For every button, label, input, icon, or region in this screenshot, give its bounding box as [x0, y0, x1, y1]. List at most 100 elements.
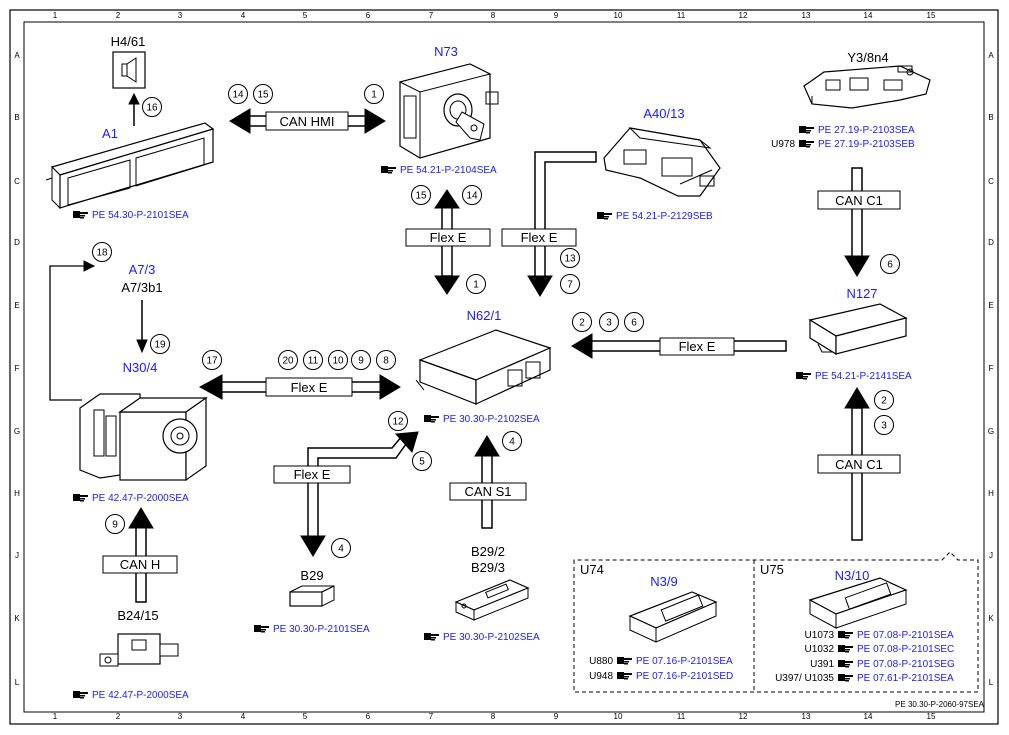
- a1-reference[interactable]: PE 54.30-P-2101SEA: [73, 210, 189, 221]
- inner-frame: [23, 21, 985, 713]
- reference-text: PE 30.30-P-2102SEA: [443, 414, 540, 425]
- b29-2-sensor-image: [454, 579, 530, 621]
- b29-2-reference[interactable]: PE 30.30-P-2102SEA: [424, 632, 540, 643]
- grid-row-label: K: [988, 614, 994, 623]
- grid-row-label: B: [14, 113, 19, 122]
- number-callout: 12: [388, 411, 408, 431]
- grid-labels: 1122334455667788991010111112121313141415…: [14, 11, 994, 721]
- reference-text: PE 30.30-P-2101SEA: [273, 624, 370, 635]
- grid-row-label: L: [989, 678, 994, 687]
- svg-text:3: 3: [606, 318, 612, 329]
- pointing-hand-icon: [838, 660, 853, 668]
- variant-code: U391: [810, 659, 834, 670]
- svg-text:15: 15: [257, 90, 269, 101]
- grid-col-label: 4: [241, 712, 246, 721]
- number-callout: 16: [142, 97, 162, 117]
- grid-row-label: E: [14, 301, 19, 310]
- svg-text:14: 14: [466, 191, 478, 202]
- svg-text:2: 2: [881, 396, 887, 407]
- grid-row-label: C: [988, 177, 994, 186]
- grid-row-label: B: [988, 113, 993, 122]
- bus-can-c1-label-top: CAN C1: [817, 190, 901, 210]
- b29-reference[interactable]: PE 30.30-P-2101SEA: [254, 624, 370, 635]
- n62-1-reference[interactable]: PE 30.30-P-2102SEA: [424, 414, 540, 425]
- grid-col-label: 13: [802, 712, 811, 721]
- n3-10-engine-unit-image: [808, 577, 908, 629]
- grid-col-label: 1: [53, 712, 58, 721]
- variant-code: U397/ U1035: [775, 673, 834, 684]
- pointing-hand-icon: [73, 691, 88, 699]
- svg-text:19: 19: [154, 340, 166, 351]
- pointing-hand-icon: [799, 140, 814, 148]
- b24-15-reference[interactable]: PE 42.47-P-2000SEA: [73, 690, 189, 701]
- number-callout: 1: [364, 84, 384, 104]
- grid-col-label: 5: [303, 712, 308, 721]
- grid-col-label: 11: [677, 712, 686, 721]
- reference-text: PE 07.16-P-2101SEA: [636, 656, 733, 667]
- svg-text:4: 4: [338, 544, 344, 555]
- grid-col-label: 10: [614, 11, 623, 20]
- n3-9-reference-1[interactable]: U880 PE 07.16-P-2101SEA: [589, 656, 733, 667]
- y3-8n4-reference-1[interactable]: PE 27.19-P-2103SEA: [799, 125, 915, 136]
- a40-13-reference[interactable]: PE 54.21-P-2129SEB: [597, 211, 713, 222]
- b24-15-sensor-image: [99, 633, 179, 667]
- pointing-hand-icon: [838, 645, 853, 653]
- reference-text: PE 54.21-P-2141SEA: [815, 371, 912, 382]
- grid-col-label: 7: [429, 712, 434, 721]
- variant-code: U880: [589, 656, 613, 667]
- svg-text:Flex E: Flex E: [430, 230, 467, 245]
- number-callout: 2: [874, 390, 894, 410]
- reference-text: PE 07.08-P-2101SEC: [857, 644, 954, 655]
- grid-row-label: A: [988, 51, 994, 60]
- svg-text:Flex E: Flex E: [521, 230, 558, 245]
- bus-flex-e-label-n30: Flex E: [265, 377, 353, 397]
- grid-col-label: 2: [116, 712, 121, 721]
- svg-text:11: 11: [308, 356, 319, 367]
- a40-13-label: A40/13: [643, 106, 684, 121]
- n30-4-reference[interactable]: PE 42.47-P-2000SEA: [73, 493, 189, 504]
- grid-row-label: K: [14, 614, 20, 623]
- number-callout: 13: [560, 248, 580, 268]
- reference-text: PE 42.47-P-2000SEA: [92, 493, 189, 504]
- svg-text:16: 16: [146, 103, 158, 114]
- n73-reference[interactable]: PE 54.21-P-2104SEA: [381, 165, 497, 176]
- n30-4-label: N30/4: [123, 360, 158, 375]
- grid-col-label: 5: [303, 11, 308, 20]
- a7-3b1-label: A7/3b1: [121, 280, 162, 295]
- svg-text:17: 17: [206, 356, 218, 367]
- svg-text:2: 2: [579, 318, 585, 329]
- outer-frame: [9, 9, 999, 725]
- a1-label: A1: [102, 126, 118, 141]
- svg-text:3: 3: [881, 421, 887, 432]
- b29-2-label: B29/2: [471, 544, 505, 559]
- grid-col-label: 12: [739, 11, 748, 20]
- svg-text:6: 6: [631, 318, 637, 329]
- n3-9-engine-unit-image: [628, 591, 718, 643]
- pointing-hand-icon: [424, 633, 439, 641]
- number-callout: 11: [303, 350, 323, 370]
- number-callout: 19: [150, 334, 170, 354]
- b29-label: B29: [300, 568, 323, 583]
- engine-variant-groups: [573, 551, 979, 693]
- svg-text:12: 12: [392, 417, 404, 428]
- bus-flex-e-label-b29: Flex E: [273, 465, 351, 484]
- svg-text:9: 9: [112, 520, 118, 531]
- svg-text:10: 10: [332, 356, 344, 367]
- instrument-cluster-image: [45, 122, 215, 210]
- number-callout: 4: [331, 538, 351, 558]
- grid-col-label: 6: [366, 11, 371, 20]
- grid-row-label: C: [14, 177, 20, 186]
- grid-row-label: L: [15, 678, 20, 687]
- b29-3-label: B29/3: [471, 560, 505, 575]
- n127-reference[interactable]: PE 54.21-P-2141SEA: [796, 371, 912, 382]
- grid-col-label: 2: [116, 11, 121, 20]
- grid-row-label: E: [988, 301, 993, 310]
- grid-row-label: A: [14, 51, 20, 60]
- number-callout: 17: [202, 350, 222, 370]
